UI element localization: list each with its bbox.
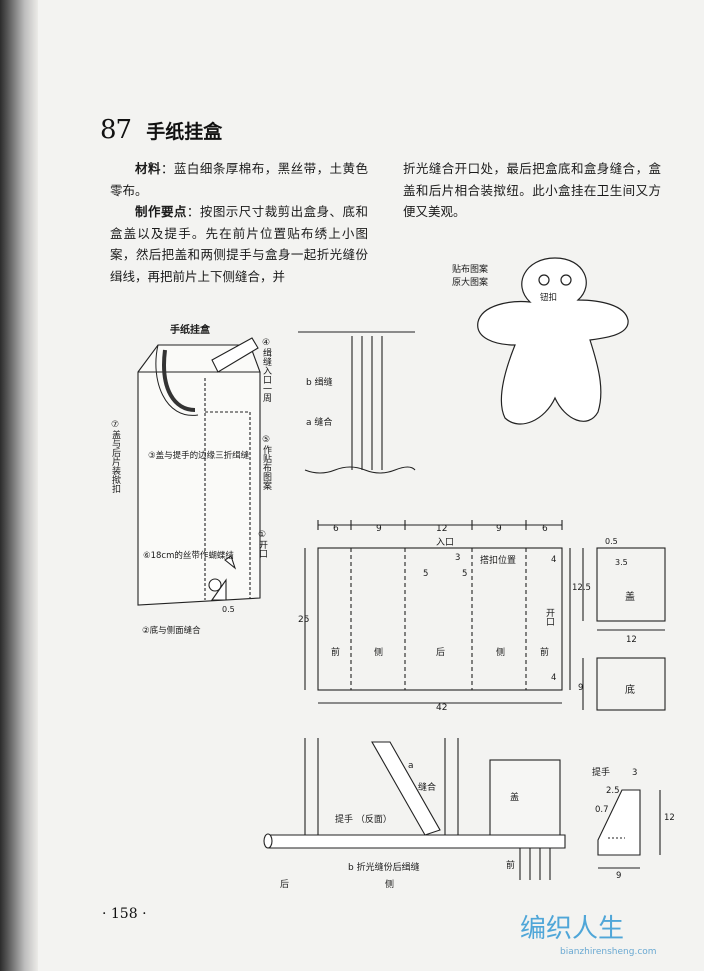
method-text: ：按图示尺寸裁剪出盒身、底和盒盖以及提手。先在前片位置贴布绣上小图案，然后把盖和…: [110, 204, 368, 284]
dim-3: 3: [455, 553, 460, 563]
lid-label: 盖: [625, 590, 635, 603]
bottom-label: 底: [625, 683, 635, 696]
handle-3: 3: [632, 768, 637, 778]
lid-35: 3.5: [615, 558, 628, 567]
entrance-label: 入口: [436, 537, 454, 548]
watermark-url: bianzhirensheng.com: [560, 947, 657, 957]
panel-3: 侧: [496, 646, 505, 658]
label-7: ⑦盖与后片装揿扣: [110, 420, 121, 494]
label-4: ④缉缝入口一周: [261, 338, 272, 403]
page-number: · 158 ·: [102, 906, 147, 922]
seam-b: b 缉缝: [306, 376, 333, 388]
title-text: 手纸挂盒: [146, 121, 223, 143]
instructions-right-column: 折光缝合开口处，最后把盒底和盒身缝合，盒盖和后片相合装揿纽。此小盒挂在卫生间又方…: [403, 158, 661, 223]
book-spine-shadow: [0, 0, 38, 971]
finished-box-diagram: [137, 337, 261, 606]
button-position-label: 搭扣位置: [480, 554, 516, 566]
label-1: ①开口: [257, 530, 268, 558]
opening-label: 开口: [544, 608, 555, 626]
continued-text: 折光缝合开口处，最后把盒底和盒身缝合，盒盖和后片相合装揿纽。此小盒挂在卫生间又方…: [403, 161, 661, 219]
dim-top-2: 12: [436, 524, 447, 534]
assembly-back: 后: [280, 879, 289, 890]
section-title: 87 手纸挂盒: [100, 115, 222, 145]
bottom-height: 9: [578, 683, 583, 693]
handle-width: 9: [616, 871, 621, 881]
label-3: ③盖与提手的边缘三折缉缝: [148, 450, 250, 461]
label-2: ②底与侧面缝合: [142, 625, 201, 636]
panel-1: 侧: [374, 646, 383, 658]
lid-pattern: [582, 547, 666, 631]
dim-top-0: 6: [333, 524, 339, 534]
handle-pattern: [597, 789, 661, 869]
applique-figure: [477, 257, 629, 425]
assembly-b: b 折光缝份后缉缝: [348, 861, 420, 873]
right-4b: 4: [551, 673, 556, 683]
body-pattern: [304, 520, 571, 704]
right-4a: 4: [551, 555, 556, 565]
lid-width: 12: [626, 635, 637, 645]
applique-caption-1: 贴布图案: [452, 263, 488, 275]
assembly-side: 侧: [385, 878, 394, 890]
assembly-a: a: [408, 761, 414, 771]
assembly-handle: 提手 （反面）: [335, 813, 392, 825]
panel-4: 前: [540, 646, 549, 658]
box-caption: 手纸挂盒: [170, 323, 211, 336]
width-42: 42: [436, 703, 447, 713]
dim-5b: 5: [462, 569, 467, 579]
method-label: 制作要点: [135, 204, 187, 219]
dim-top-4: 6: [542, 524, 548, 534]
materials-text: ：蓝白细条厚棉布，黑丝带，土黄色零布。: [110, 161, 368, 198]
instructions-left-column: 材料：蓝白细条厚棉布，黑丝带，土黄色零布。 制作要点：按图示尺寸裁剪出盒身、底和…: [110, 158, 368, 287]
label-6: ⑥18cm的丝带作蝴蝶结: [143, 550, 234, 561]
dim-top-3: 9: [496, 524, 502, 534]
assembly-seam: 缝合: [418, 781, 436, 793]
applique-caption-2: 原大图案: [452, 276, 488, 288]
label-5: ⑤作贴布图案: [261, 435, 272, 491]
watermark-logo: 编织人生: [520, 914, 625, 944]
panel-0: 前: [331, 646, 340, 658]
assembly-lid: 盖: [510, 791, 519, 803]
handle-label: 提手: [592, 766, 610, 778]
title-number: 87: [100, 115, 132, 145]
seam-a: a 缝合: [306, 416, 332, 428]
panel-2: 后: [436, 647, 445, 658]
height-25: 25: [298, 615, 309, 625]
bottom-pattern: [582, 657, 666, 711]
seam-detail-diagram: [298, 331, 416, 474]
label-05: 0.5: [222, 605, 235, 614]
assembly-front: 前: [506, 859, 515, 871]
handle-25: 2.5: [606, 786, 620, 796]
dim-5a: 5: [423, 569, 428, 579]
handle-07: 0.7: [595, 805, 609, 815]
handle-height: 12: [664, 813, 675, 823]
dim-top-1: 9: [376, 524, 382, 534]
lid-height: 12.5: [572, 583, 591, 593]
lid-05: 0.5: [605, 537, 618, 546]
assembly-diagram: [263, 738, 566, 880]
applique-button: 钮扣: [540, 292, 557, 303]
materials-label: 材料: [135, 161, 161, 176]
